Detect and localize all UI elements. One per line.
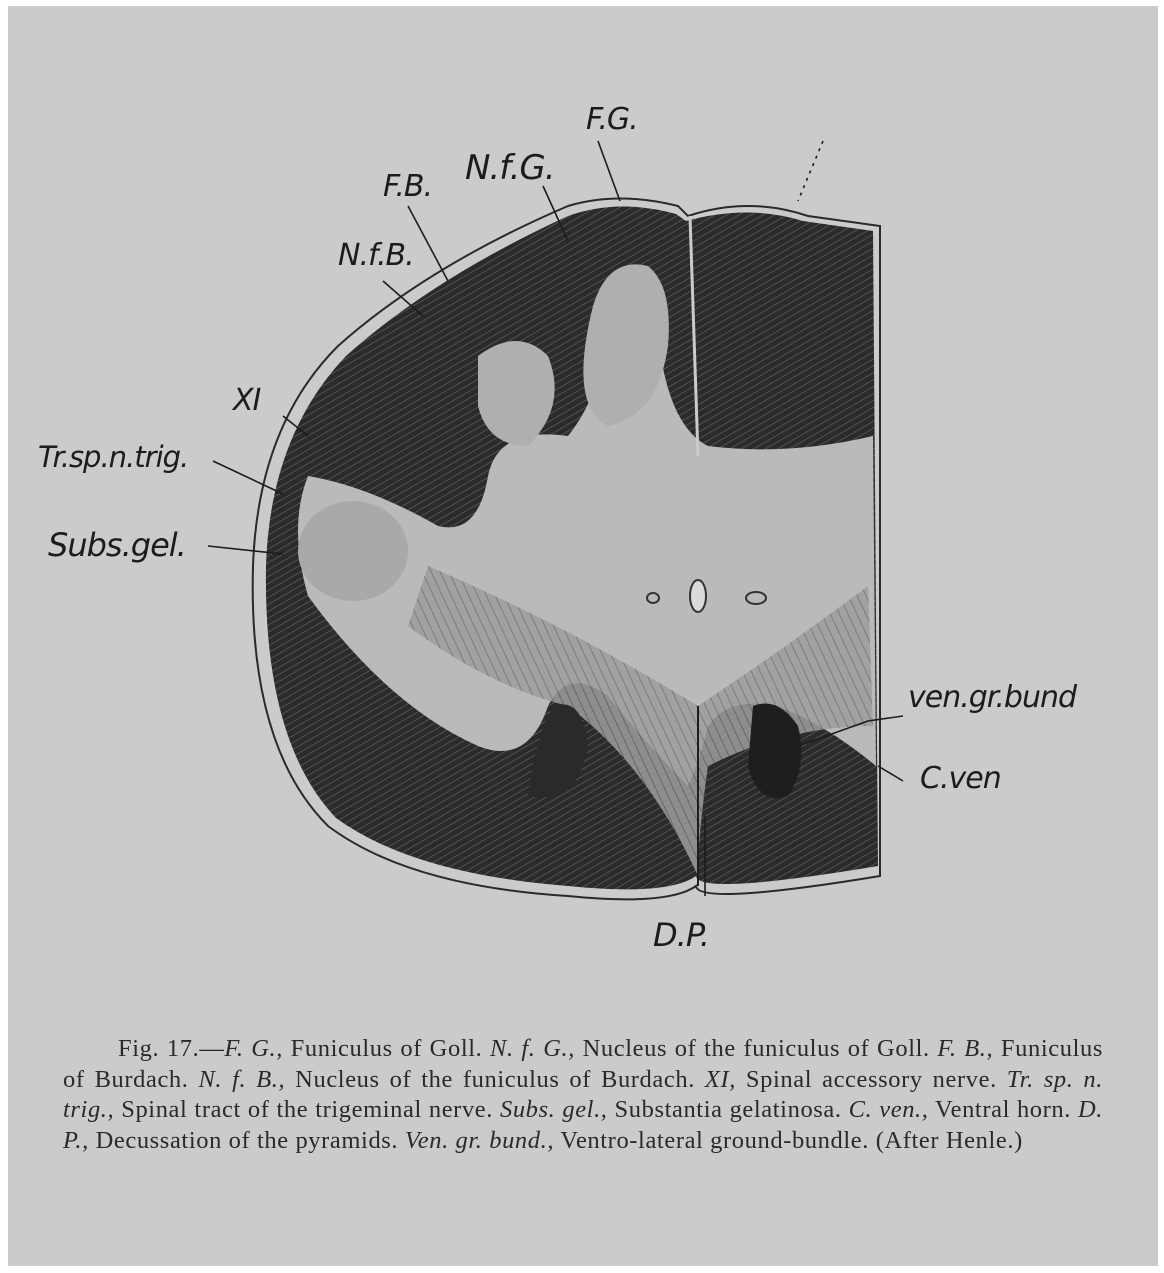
caption-text: Ventro-lateral ground-bundle.: [554, 1127, 876, 1154]
figure-caption: Fig. 17.—F. G., Funiculus of Goll. N. f.…: [63, 1034, 1103, 1156]
caption-text: Nucleus of the funiculus of Goll.: [575, 1035, 937, 1062]
caption-abbr: Ven. gr. bund.,: [405, 1127, 554, 1154]
substantia-gelatinosa: [298, 501, 408, 601]
caption-abbr: F. B.,: [937, 1035, 993, 1062]
caption-attribution: (After Henle.): [876, 1127, 1023, 1154]
label-nfg: N.f.G.: [465, 148, 555, 188]
label-trsp: Tr.sp.n.trig.: [38, 440, 188, 474]
caption-abbr: C. ven.,: [849, 1096, 929, 1123]
label-xi: XI: [233, 383, 260, 418]
label-fg: F.G.: [586, 102, 638, 137]
caption-abbr: Subs. gel.,: [500, 1096, 608, 1123]
caption-text: Ventral horn.: [929, 1096, 1078, 1123]
caption-abbr: XI,: [705, 1066, 736, 1093]
caption-text: Decussation of the pyramids.: [89, 1127, 405, 1154]
caption-text: Substantia gelatinosa.: [608, 1096, 849, 1123]
label-subsgel: Subs.gel.: [48, 526, 186, 564]
caption-text: Spinal tract of the trigeminal nerve.: [114, 1096, 500, 1123]
caption-text: Funiculus of Goll.: [283, 1035, 490, 1062]
caption-abbr: N. f. G.,: [490, 1035, 575, 1062]
central-canal: [690, 580, 706, 612]
spinal-cord-section-illustration: [8, 6, 1158, 1006]
label-fb: F.B.: [383, 169, 432, 204]
caption-fig-number: Fig. 17.—: [118, 1035, 224, 1062]
label-dp: D.P.: [653, 916, 709, 954]
caption-abbr: N. f. B.,: [198, 1066, 285, 1093]
label-vengr: ven.gr.bund: [908, 680, 1076, 715]
figure-plate: F.G. N.f.G. F.B. N.f.B. XI Tr.sp.n.trig.…: [8, 6, 1158, 1266]
caption-abbr: F. G.,: [224, 1035, 283, 1062]
caption-text: Nucleus of the funiculus of Burdach.: [285, 1066, 705, 1093]
label-cven: C.ven: [920, 761, 1001, 796]
caption-text: Spinal accessory nerve.: [736, 1066, 1007, 1093]
label-nfb: N.f.B.: [338, 238, 414, 273]
